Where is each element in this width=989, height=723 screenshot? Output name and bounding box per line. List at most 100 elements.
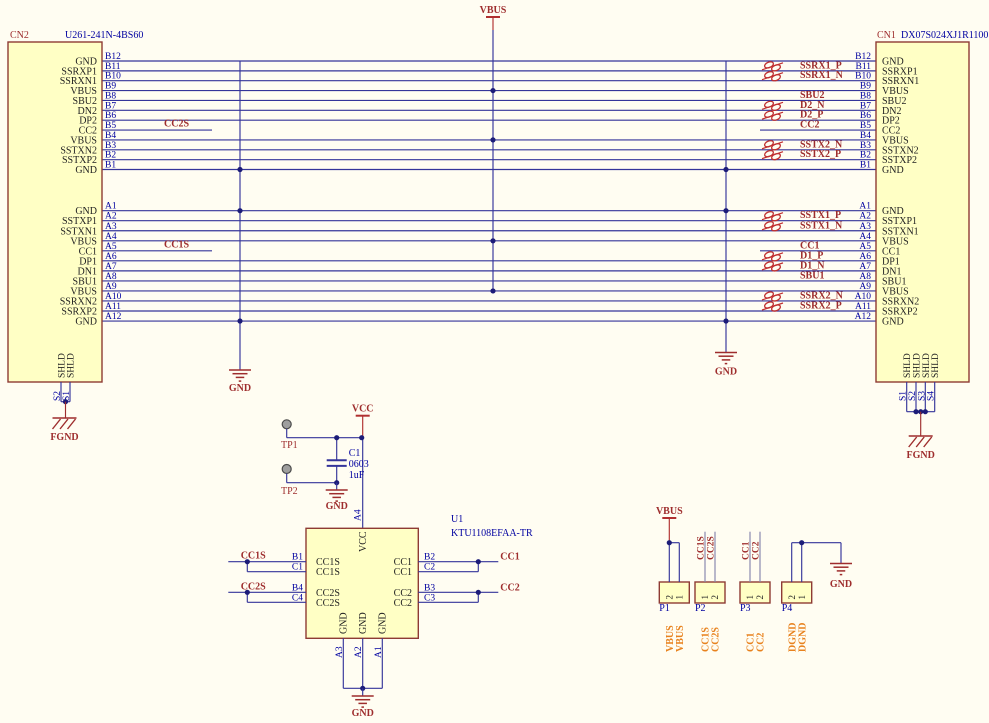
pin-name: DN1 <box>78 266 97 277</box>
cn2-part: U261-241N-4BS60 <box>65 30 143 41</box>
pin-number: C3 <box>424 593 435 603</box>
diff-pair-icon <box>761 211 784 222</box>
pin-name: VCC <box>358 531 369 552</box>
net-label: CC1 <box>742 541 752 560</box>
header-p4[interactable] <box>781 581 813 604</box>
pin-name: SSRXN2 <box>882 296 919 307</box>
pin-number: A5 <box>859 242 871 252</box>
pin-name: SSRXN1 <box>882 76 919 87</box>
header-ref: P3 <box>740 603 751 614</box>
pin-number: A12 <box>105 312 122 322</box>
pin-name: SSTXP1 <box>62 216 97 227</box>
connector-cn2[interactable] <box>7 41 103 383</box>
pin-number: 2 <box>710 595 720 600</box>
gnd-label: GND <box>352 708 374 719</box>
junction-dot <box>237 318 243 324</box>
junction-dot <box>913 409 919 415</box>
junction-dot <box>359 435 365 441</box>
net-label: CC2 <box>800 120 819 131</box>
pin-name: SSTXP2 <box>62 155 97 166</box>
pin-name: CC2S <box>316 588 340 599</box>
gnd-symbol <box>351 695 374 708</box>
net-label: CC1S <box>164 239 189 250</box>
net-label: CC2S <box>241 581 266 592</box>
power-label: VBUS <box>656 506 683 517</box>
pin-name: GND <box>882 317 904 328</box>
gnd-label: GND <box>830 579 852 590</box>
pin-number: B5 <box>860 121 871 131</box>
pin-number: 1 <box>700 595 710 600</box>
pin-name: SSRXN2 <box>60 296 97 307</box>
pin-name: CC1 <box>394 567 412 578</box>
pin-number: A4 <box>105 232 117 242</box>
junction-dot <box>244 559 250 565</box>
net-label: CC2S <box>707 536 717 560</box>
header-p2[interactable] <box>694 581 726 604</box>
pin-number: B4 <box>860 131 871 141</box>
gnd-label: GND <box>715 367 737 378</box>
junction-dot <box>723 318 729 324</box>
pin-number: B11 <box>105 62 121 72</box>
ic-u1[interactable] <box>305 527 420 639</box>
pin-number: A8 <box>105 272 117 282</box>
net-label: CC2 <box>752 541 762 560</box>
diff-pair-icon <box>761 301 784 312</box>
pin-number: A11 <box>105 302 121 312</box>
port-label: VBUS <box>675 625 686 652</box>
header-ref: P2 <box>695 603 706 614</box>
pin-name: SBU1 <box>73 276 97 287</box>
pin-number: B10 <box>855 72 871 82</box>
pin-name: SBU2 <box>882 96 906 107</box>
net-label: SSRX1_P <box>800 60 842 71</box>
junction-dot <box>723 208 729 214</box>
pin-name: DN2 <box>78 106 97 117</box>
pin-name: DP1 <box>79 256 97 267</box>
net-label: SSTX1_N <box>800 220 843 231</box>
pin-name: GND <box>75 57 97 68</box>
pin-number: A7 <box>859 262 871 272</box>
pin-number: S3 <box>917 391 927 401</box>
pin-number: B6 <box>860 111 871 121</box>
header-p3[interactable] <box>739 581 771 604</box>
pin-number: C4 <box>292 593 303 603</box>
pin-name: VBUS <box>70 236 97 247</box>
u1-part: KTU1108EFAA-TR <box>451 528 533 539</box>
net-label: D2_P <box>800 110 823 121</box>
gnd-symbol <box>229 369 251 382</box>
pin-number: S2 <box>908 391 918 401</box>
pin-number: 2 <box>787 595 797 600</box>
testpoint-tp2[interactable] <box>281 463 292 475</box>
u1-designator: U1 <box>451 514 463 525</box>
pin-number: A11 <box>855 302 871 312</box>
pin-name: GND <box>882 57 904 68</box>
pin-name: SHLD <box>903 353 913 378</box>
pin-number: C1 <box>292 563 303 573</box>
pin-number: S2 <box>53 391 63 401</box>
tp2-label: TP2 <box>281 486 298 497</box>
pin-number: A12 <box>855 312 872 322</box>
pin-name: GND <box>882 206 904 217</box>
pin-number: S4 <box>927 391 937 401</box>
pin-number: B7 <box>860 101 871 111</box>
port-label: CC2S <box>711 627 722 652</box>
pin-name: CC2 <box>79 126 97 137</box>
testpoint-tp1[interactable] <box>281 419 292 430</box>
pin-number: C2 <box>424 563 435 573</box>
pin-number: A9 <box>859 282 871 292</box>
connector-cn1[interactable] <box>875 41 970 383</box>
pin-name: CC2 <box>394 598 412 609</box>
pin-number: B2 <box>105 151 116 161</box>
port-label: CC2 <box>756 633 767 652</box>
header-p1[interactable] <box>658 581 690 604</box>
junction-dot <box>237 166 243 173</box>
pin-name: SBU2 <box>73 96 97 107</box>
fgnd-symbol <box>908 435 933 448</box>
pin-number: A10 <box>855 292 872 302</box>
c1-footprint: 0603 <box>349 459 369 470</box>
net-label: CC1S <box>241 551 266 562</box>
net-label: SBU1 <box>800 270 824 281</box>
pin-name: SSTXP1 <box>882 216 917 227</box>
pin-name: CC1S <box>316 567 340 578</box>
